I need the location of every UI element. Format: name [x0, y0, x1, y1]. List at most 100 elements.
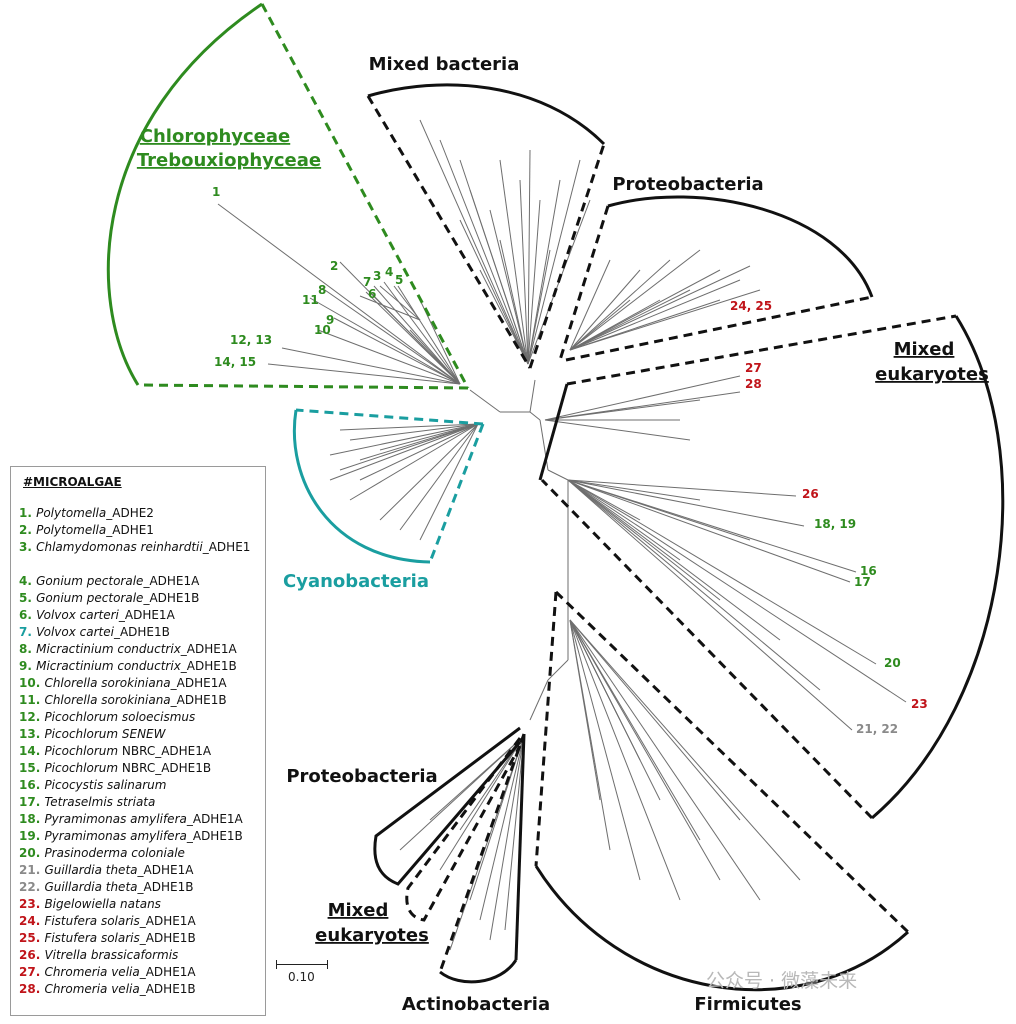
- watermark: 公众号 · 微藻未来: [706, 970, 858, 992]
- legend-item-suffix: _ADHE1A: [118, 608, 175, 622]
- legend-item-species: Micractinium conductrix: [36, 659, 181, 673]
- legend-item-species: Guillardia theta: [44, 880, 138, 894]
- legend-item: 28. Chromeria velia_ADHE1B: [19, 981, 257, 998]
- tree-branch: [569, 619, 721, 881]
- tree-branch: [365, 291, 461, 385]
- outline-cyano-side: [428, 423, 485, 563]
- tree-branch: [569, 289, 761, 351]
- tree-branch: [569, 259, 611, 351]
- tree-branch: [544, 399, 701, 421]
- legend-item-species: Gonium pectorale: [36, 574, 144, 588]
- tree-branch: [547, 659, 569, 681]
- legend-item: 27. Chromeria velia_ADHE1A: [19, 964, 257, 981]
- legend-item-number: 19.: [19, 829, 45, 843]
- tree-branch: [569, 299, 661, 351]
- outline-proteo-top-left: [558, 205, 610, 361]
- tree-branch: [329, 423, 479, 481]
- legend-item-species: Chlamydomonas reinhardtii: [36, 540, 203, 554]
- legend-item: 12. Picochlorum soloecismus: [19, 709, 257, 726]
- legend-item-number: 13.: [19, 727, 45, 741]
- legend-item: 26. Vitrella brassicaformis: [19, 947, 257, 964]
- tree-branch: [469, 189, 529, 365]
- tree-branch: [359, 295, 421, 321]
- outline-chlorophyceae-arc: [106, 2, 263, 386]
- legend-item-species: Picochlorum soloecismus: [44, 710, 196, 724]
- legend-item: 19. Pyramimonas amylifera_ADHE1B: [19, 828, 257, 845]
- tip-label-17: 17: [854, 575, 871, 589]
- tree-branch: [527, 249, 551, 365]
- tree-branch: [379, 423, 479, 521]
- tip-label-10: 10: [314, 323, 331, 337]
- legend-item-suffix: _ADHE1: [106, 523, 154, 537]
- outline-chlorophyceae-base: [137, 383, 469, 390]
- tree-branch: [429, 735, 525, 821]
- tree-branch: [339, 423, 479, 431]
- legend-item: 24. Fistufera solaris_ADHE1A: [19, 913, 257, 930]
- legend-item-species: Volvox carteri: [36, 608, 119, 622]
- label-mixed-eukaryotes-right-1: Mixed: [894, 339, 955, 360]
- tree-branch: [349, 423, 479, 501]
- tip-label-11: 11: [302, 293, 319, 307]
- legend-item-species: Fistufera solaris: [44, 931, 140, 945]
- tree-branch: [569, 289, 691, 351]
- scale-bar-line: [276, 964, 328, 965]
- legend-item-suffix: _ADHE1B: [139, 931, 196, 945]
- tree-branch: [469, 389, 501, 413]
- legend-item-species: Tetraselmis striata: [44, 795, 156, 809]
- tree-branch: [504, 735, 525, 931]
- tree-branch: [569, 619, 641, 881]
- tree-branch: [529, 379, 536, 413]
- legend-item-number: 6.: [19, 608, 37, 622]
- tip-label-6: 6: [368, 287, 376, 301]
- legend-item-suffix: _ADHE1A: [180, 642, 237, 656]
- outline-cyano-top: [295, 408, 484, 426]
- tree-branch: [544, 375, 741, 421]
- tree-branch: [529, 411, 541, 421]
- tree-branches: [217, 119, 907, 951]
- tip-label-2: 2: [330, 259, 338, 273]
- tip-label-7: 7: [363, 275, 371, 289]
- tip-label-26: 26: [802, 487, 819, 501]
- tree-branch: [499, 159, 529, 365]
- legend-item: 18. Pyramimonas amylifera_ADHE1A: [19, 811, 257, 828]
- legend-item-suffix: _ADHE1A: [170, 676, 227, 690]
- tree-branch: [569, 299, 721, 351]
- tree-branch: [567, 479, 701, 501]
- tree-branch: [439, 139, 529, 365]
- tree-branch: [569, 619, 741, 821]
- legend-item-species: Gonium pectorale: [36, 591, 144, 605]
- legend-item-species: Micractinium conductrix: [36, 642, 181, 656]
- legend-item-number: 7.: [19, 625, 37, 639]
- tree-branch: [567, 479, 851, 583]
- legend-item-number: 14.: [19, 744, 45, 758]
- tree-branch: [567, 479, 781, 641]
- tree-branch: [567, 479, 853, 731]
- legend-item-suffix: _ADHE1B: [143, 591, 200, 605]
- tree-branch: [267, 363, 461, 385]
- legend-item-suffix: _ADHE1B: [180, 659, 237, 673]
- legend-item-species: Chromeria velia: [44, 965, 140, 979]
- legend-item-species: Prasinoderma coloniale: [44, 846, 185, 860]
- tip-label-23: 23: [911, 697, 928, 711]
- legend-item-species: Chromeria velia: [44, 982, 140, 996]
- legend-item-species: Polytomella: [36, 506, 107, 520]
- label-mixed-eukaryotes-right-2: eukaryotes: [875, 364, 989, 385]
- legend-item: 4. Gonium pectorale_ADHE1A: [19, 573, 257, 590]
- legend-item-suffix: _ADHE1B: [170, 693, 227, 707]
- legend-title: #MICROALGAE: [23, 475, 122, 489]
- legend-item-species: Polytomella: [36, 523, 107, 537]
- legend-item-species: Picochlorum: [44, 761, 119, 775]
- legend-item-number: 11.: [19, 693, 45, 707]
- legend-item-species: Chlorella sorokiniana: [44, 676, 171, 690]
- tip-labels: 1 2 3 4 5 6 7 8 9 10 11 12, 13 14, 15 16…: [212, 185, 928, 736]
- tree-branch: [359, 423, 479, 481]
- legend-item: 23. Bigelowiella natans: [19, 896, 257, 913]
- tree-branch: [397, 285, 461, 385]
- legend-item-number: 4.: [19, 574, 37, 588]
- legend-item: 15. Picochlorum NBRC_ADHE1B: [19, 760, 257, 777]
- legend-item-species: Pyramimonas amylifera: [44, 812, 187, 826]
- label-cyanobacteria: Cyanobacteria: [283, 571, 429, 592]
